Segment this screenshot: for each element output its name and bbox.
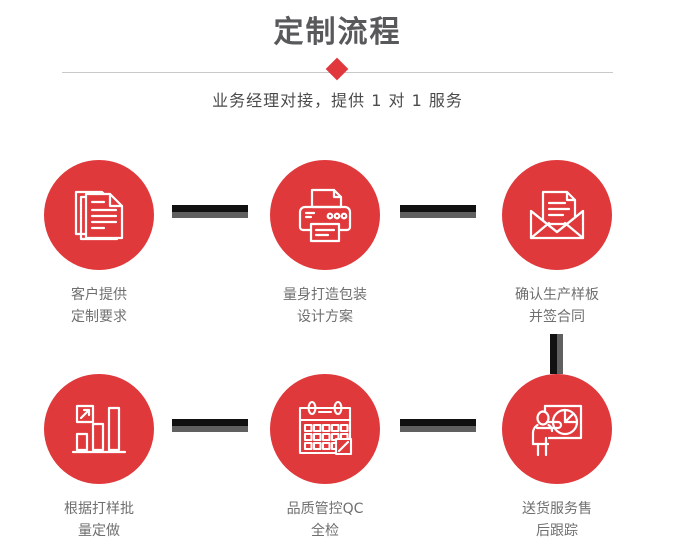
step-6-label: 送货服务售 后跟踪 <box>522 501 592 539</box>
page-title: 定制流程 <box>273 15 402 50</box>
bar-chart-growth-icon <box>69 400 129 458</box>
step-2-label: 量身打造包装 设计方案 <box>283 287 367 325</box>
step-3-circle <box>502 160 612 270</box>
documents-stack-icon <box>68 184 130 246</box>
step-4-label: 根据打样批 量定做 <box>64 501 134 539</box>
process-step-3[interactable]: 确认生产样板 并签合同 <box>477 160 637 328</box>
envelope-letter-icon <box>525 184 589 246</box>
connector-shadow <box>172 212 248 218</box>
connector-bar <box>400 419 476 426</box>
connector-shadow <box>172 426 248 432</box>
connector-step4-step5 <box>172 419 248 432</box>
presentation-pie-chart-icon <box>525 398 589 460</box>
connector-shadow <box>400 212 476 218</box>
connector-bar <box>550 334 557 374</box>
page-subtitle: 业务经理对接，提供 1 对 1 服务 <box>212 91 463 110</box>
process-step-4[interactable]: 根据打样批 量定做 <box>19 374 179 542</box>
connector-step5-step6 <box>400 419 476 432</box>
process-step-1[interactable]: 客户提供 定制要求 <box>19 160 179 328</box>
calendar-check-icon <box>294 399 356 459</box>
process-step-6[interactable]: 送货服务售 后跟踪 <box>477 374 637 542</box>
printer-icon <box>294 184 356 246</box>
step-1-circle <box>44 160 154 270</box>
connector-bar <box>400 205 476 212</box>
connector-shadow <box>557 334 563 374</box>
step-3-label: 确认生产样板 并签合同 <box>515 287 599 325</box>
step-6-circle <box>502 374 612 484</box>
process-step-2[interactable]: 量身打造包装 设计方案 <box>245 160 405 328</box>
connector-step2-step3 <box>400 205 476 218</box>
connector-step1-step2 <box>172 205 248 218</box>
step-2-circle <box>270 160 380 270</box>
step-1-label: 客户提供 定制要求 <box>71 287 127 325</box>
step-4-circle <box>44 374 154 484</box>
connector-step3-step6 <box>550 334 563 374</box>
step-5-circle <box>270 374 380 484</box>
step-5-label: 品质管控QC 全检 <box>286 501 364 539</box>
process-step-5[interactable]: 品质管控QC 全检 <box>245 374 405 542</box>
connector-bar <box>172 205 248 212</box>
connector-shadow <box>400 426 476 432</box>
diamond-ornament-icon <box>325 57 349 81</box>
connector-bar <box>172 419 248 426</box>
